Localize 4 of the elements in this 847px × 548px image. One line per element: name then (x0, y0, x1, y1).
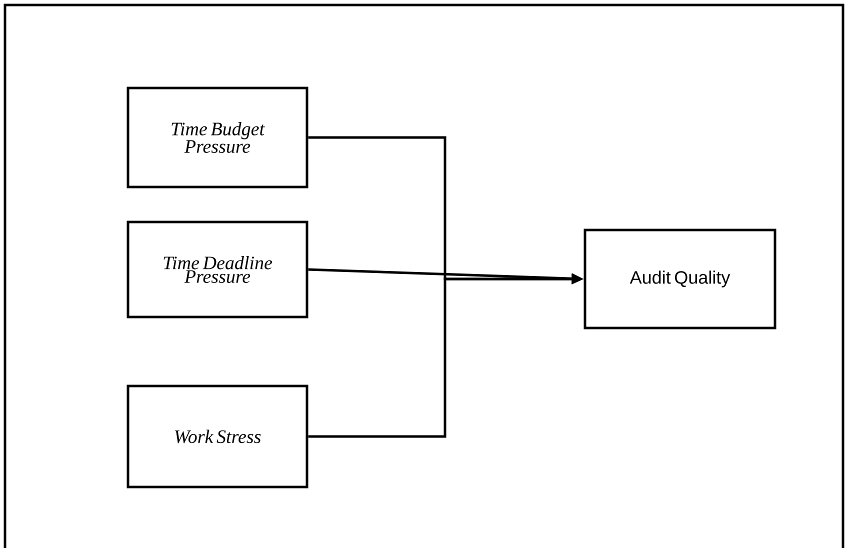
text-box: Time Budget Pressure (126, 86, 308, 188)
text-box: Time Deadline Pressure (126, 220, 308, 318)
text-box: Audit Quality (584, 228, 776, 330)
text-box: Work Stress (126, 384, 308, 488)
